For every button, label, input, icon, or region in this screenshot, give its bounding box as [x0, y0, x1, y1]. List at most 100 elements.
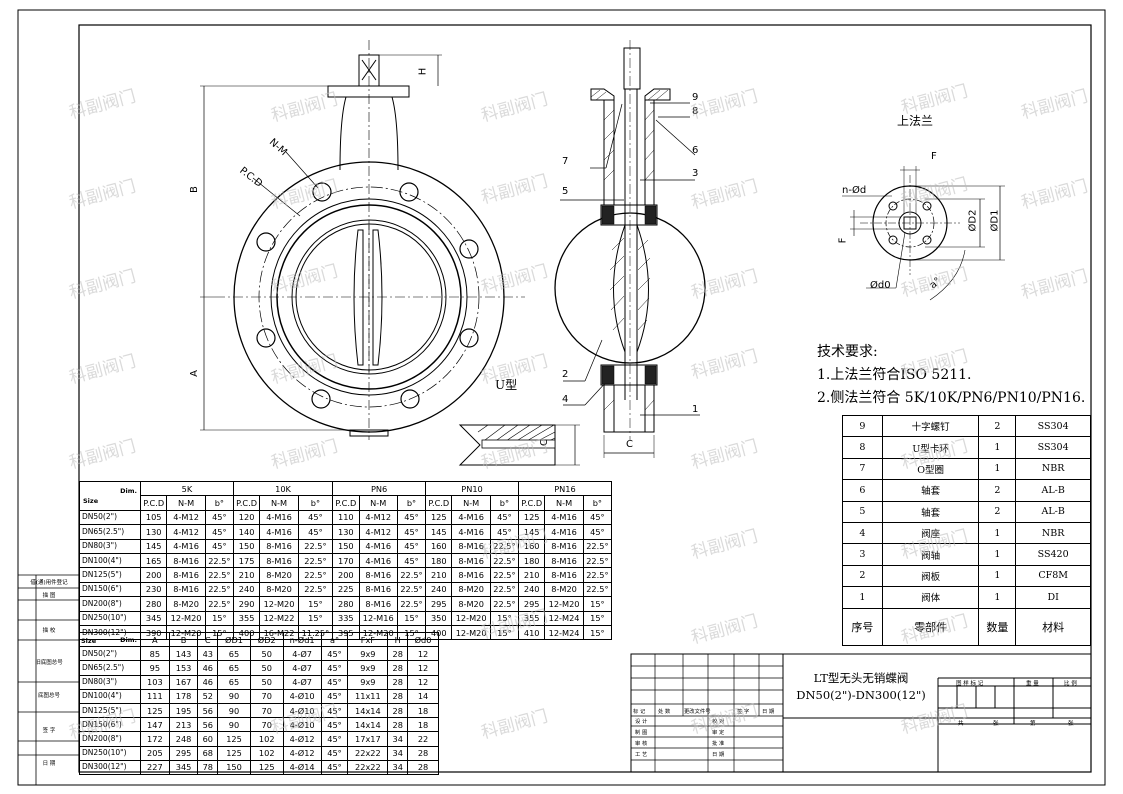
rev-header-cell: 更改文件号 — [684, 709, 711, 715]
table-cell: 45° — [320, 688, 349, 704]
table-cell: 12-M20 — [544, 596, 584, 612]
size-cell: DN50(2") — [79, 646, 141, 662]
table-cell: 22.5° — [396, 581, 427, 598]
parts-header-row: 序号 零部件 数量 材料 — [842, 607, 1091, 646]
table-cell: 4-M16 — [166, 538, 206, 554]
table-cell: 45° — [320, 674, 349, 690]
title-right-cell: 比 例 — [1064, 681, 1077, 687]
table-cell: 12 — [407, 646, 439, 662]
table-cell: 70 — [249, 702, 284, 719]
table-cell: 45° — [582, 524, 613, 540]
table-cell: 205 — [140, 745, 170, 761]
label-f-top: F — [931, 151, 937, 162]
table-cell: 4-M12 — [358, 524, 398, 540]
parts-cell: 1 — [978, 564, 1017, 588]
size-cell: DN65(2.5") — [79, 660, 141, 676]
top-flange-view — [842, 166, 1005, 301]
table-cell: 180 — [517, 552, 546, 569]
signature-block: 设 计校 对制 图审 定审 核批 准工 艺日 期 — [631, 716, 783, 772]
table-cell: 22.5° — [297, 567, 334, 583]
table-cell: 290 — [232, 596, 261, 612]
table-cell: 8-M16 — [259, 538, 299, 554]
table-cell: 15° — [582, 610, 613, 626]
size-cell: DN65(2.5") — [79, 524, 141, 540]
callout-6: 6 — [692, 145, 699, 156]
dim-corner-cell: Dim.Size — [79, 481, 141, 511]
table-cell: 230 — [139, 581, 168, 598]
title-block-frame — [630, 653, 1092, 773]
callout-9: 9 — [692, 92, 699, 103]
label-c-section: C — [626, 439, 633, 450]
table-cell: 12-M20 — [259, 596, 299, 612]
table-cell: 45° — [320, 702, 349, 719]
callout-3: 3 — [692, 168, 699, 179]
sub-header: P.C.D — [232, 495, 261, 511]
table-cell: 8-M16 — [259, 552, 299, 569]
table-cell: 140 — [232, 524, 261, 540]
table-cell: 17x17 — [347, 731, 389, 747]
table-cell: 150 — [232, 538, 261, 554]
table-cell: 4-M12 — [166, 524, 206, 540]
table-cell: 8-M20 — [451, 596, 491, 612]
rev-header-cell: 处 数 — [658, 709, 671, 715]
size-cell: DN80(3") — [79, 538, 141, 554]
table-cell: 8-M20 — [259, 567, 299, 583]
table-cell: 45° — [297, 509, 334, 526]
table-cell: 4-M16 — [259, 509, 299, 526]
parts-cell: 阀体 — [881, 586, 980, 609]
table-cell: 8-M16 — [358, 567, 398, 583]
table-cell: 8-M16 — [358, 581, 398, 598]
parts-cell: 6 — [842, 479, 883, 502]
side-column — [18, 574, 79, 785]
parts-header-cell: 零部件 — [881, 607, 980, 646]
label-b: B — [188, 186, 200, 193]
table-cell: 85 — [140, 646, 170, 662]
sheet-cell: 张 — [1068, 721, 1074, 727]
inner-border — [78, 24, 1092, 773]
callout-4: 4 — [562, 394, 569, 405]
corner-dim: Dim. — [120, 486, 137, 495]
parts-header-cell: 数量 — [978, 607, 1017, 646]
label-a: A — [188, 370, 200, 377]
table-cell: 213 — [168, 717, 199, 733]
table-cell: 34 — [387, 759, 409, 775]
table-cell: 28 — [387, 702, 409, 719]
table-cell: 210 — [425, 567, 453, 583]
parts-cell: 轴套 — [881, 479, 980, 502]
table-cell: 22.5° — [204, 567, 234, 583]
table-cell: 45° — [320, 646, 349, 662]
table-cell: 45° — [320, 717, 349, 733]
parts-cell: 1 — [978, 521, 1017, 545]
table-cell: 8-M16 — [544, 567, 584, 583]
table-cell: 145 — [517, 524, 546, 540]
sheet-cell: 共 — [958, 721, 964, 727]
sub-header: P.C.D — [517, 495, 546, 511]
sub-header: N-M — [259, 495, 299, 511]
table-cell: 8-M20 — [259, 581, 299, 598]
table-cell: 15° — [396, 610, 427, 626]
table-cell: 147 — [140, 717, 170, 733]
parts-cell: 8 — [842, 436, 883, 459]
size-corner-cell: Dim.Size — [79, 631, 141, 648]
table-cell: 22.5° — [396, 567, 427, 583]
table-cell: 125 — [140, 702, 170, 719]
table-cell: 12-M20 — [451, 624, 491, 641]
tech-line-2: 2.侧法兰符合 5K/10K/PN6/PN10/PN16. — [817, 390, 1086, 406]
table-cell: 52 — [197, 688, 219, 704]
sub-header: P.C.D — [332, 495, 360, 511]
label-d1: ØD1 — [989, 209, 1001, 232]
table-cell: 14 — [407, 688, 439, 704]
table-cell: 200 — [332, 567, 360, 583]
table-cell: 4-Ø14 — [282, 759, 322, 775]
table-cell: 28 — [387, 646, 409, 662]
parts-cell: DI — [1015, 586, 1091, 609]
parts-cell: 1 — [978, 436, 1017, 459]
